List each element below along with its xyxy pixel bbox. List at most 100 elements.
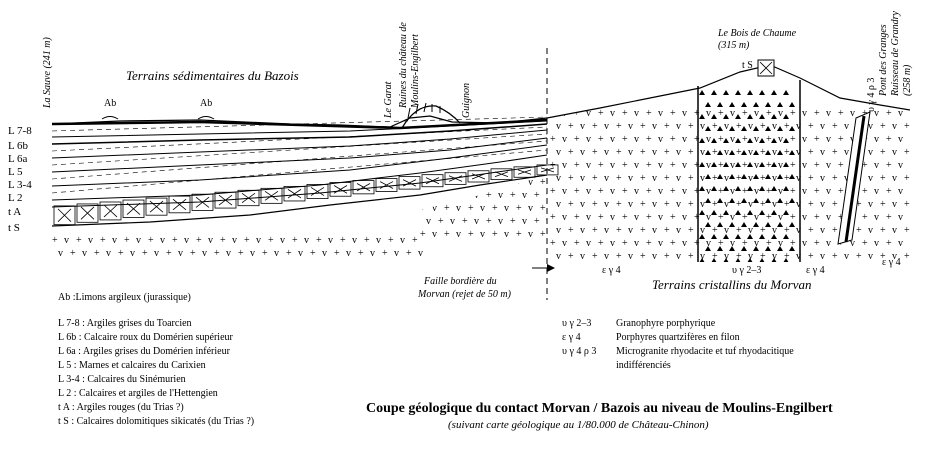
crystalline-mark: v	[700, 199, 705, 210]
crystalline-mark: +	[622, 186, 628, 197]
crystalline-mark: +	[880, 225, 886, 236]
ts-block	[306, 184, 329, 199]
crystalline-mark: +	[94, 248, 100, 259]
crystalline-mark: +	[568, 147, 574, 158]
granophyre-mark	[771, 186, 777, 191]
crystalline-mark: v	[700, 147, 705, 158]
crystalline-mark: v	[700, 121, 705, 132]
crystalline-mark: +	[838, 186, 844, 197]
crystalline-mark: v	[522, 190, 527, 201]
crystalline-mark: +	[238, 248, 244, 259]
crystalline-mark: +	[640, 173, 646, 184]
crystalline-mark: v	[826, 186, 831, 197]
crystalline-mark: +	[694, 108, 700, 119]
crystalline-mark: v	[586, 108, 591, 119]
crystalline-mark: +	[540, 177, 546, 188]
granophyre-mark	[783, 162, 789, 167]
crystalline-mark: +	[694, 212, 700, 223]
ts-block-cross	[287, 189, 302, 199]
granophyre-mark	[777, 150, 783, 155]
granophyre-mark	[711, 90, 717, 95]
fault-label-1: Faille bordière du	[423, 276, 497, 287]
crystalline-mark: +	[534, 216, 540, 227]
symbol-gamma23: υ γ 2–3	[732, 265, 761, 276]
crystalline-mark: +	[718, 238, 724, 249]
crystalline-mark: v	[610, 160, 615, 171]
ts-block-cross	[356, 183, 371, 192]
ts-block	[191, 193, 214, 211]
granophyre-mark	[777, 174, 783, 179]
crystalline-mark: v	[826, 212, 831, 223]
ts-block	[490, 168, 513, 181]
crystalline-mark: +	[670, 134, 676, 145]
granophyre-mark	[759, 114, 765, 119]
crystalline-mark: +	[598, 238, 604, 249]
crystalline-mark: +	[646, 134, 652, 145]
crystalline-mark: +	[492, 203, 498, 214]
crystalline-mark: +	[592, 173, 598, 184]
place-bois-1: Le Bois de Chaume	[717, 28, 797, 39]
granophyre-mark	[789, 246, 795, 251]
crystalline-mark: v	[658, 108, 663, 119]
granophyre-mark	[747, 186, 753, 191]
crystalline-mark: +	[718, 108, 724, 119]
granophyre-mark	[771, 258, 777, 262]
granophyre-mark	[729, 102, 735, 107]
crystalline-mark: +	[886, 108, 892, 119]
crystalline-mark: +	[190, 248, 196, 259]
crystalline-mark: +	[568, 225, 574, 236]
legend-desc: Granophyre porphyrique	[616, 318, 716, 329]
crystalline-mark: +	[664, 121, 670, 132]
granophyre-mark	[765, 102, 771, 107]
granophyre-mark	[789, 126, 795, 131]
granophyre-mark	[717, 246, 723, 251]
crystalline-mark: v	[610, 186, 615, 197]
crystalline-mark: +	[364, 235, 370, 246]
crystalline-mark: +	[688, 225, 694, 236]
granophyre-mark	[723, 162, 729, 167]
crystalline-mark: v	[820, 121, 825, 132]
crystalline-mark: v	[868, 121, 873, 132]
crystalline-mark: +	[616, 199, 622, 210]
ts-block	[444, 172, 467, 185]
crystalline-mark: v	[586, 134, 591, 145]
legend-item: L 5 : Marnes et calcaires du Carixien	[58, 360, 206, 371]
granophyre-mark	[711, 162, 717, 167]
crystalline-mark: v	[346, 248, 351, 259]
crystalline-mark: v	[682, 186, 687, 197]
crystalline-mark: v	[796, 199, 801, 210]
crystalline-mark: v	[772, 147, 777, 158]
crystalline-mark: +	[420, 203, 426, 214]
crystalline-mark: +	[712, 199, 718, 210]
crystalline-mark: +	[688, 147, 694, 158]
crystalline-mark: v	[604, 147, 609, 158]
crystalline-mark: +	[688, 251, 694, 262]
crystalline-mark: +	[718, 134, 724, 145]
ts-block	[168, 195, 191, 214]
sedimentary-layers	[51, 115, 548, 227]
granophyre-mark	[777, 246, 783, 251]
strata-label: L 7-8	[8, 125, 32, 137]
crystalline-mark: +	[568, 173, 574, 184]
crystalline-mark: v	[706, 108, 711, 119]
crystalline-mark: +	[262, 248, 268, 259]
granophyre-mark	[723, 114, 729, 119]
crystalline-mark: +	[622, 108, 628, 119]
granophyre-mark	[765, 246, 771, 251]
crystalline-mark: v	[778, 186, 783, 197]
granophyre-mark	[705, 198, 711, 203]
crystalline-mark: +	[880, 173, 886, 184]
crystalline-mark: +	[486, 190, 492, 201]
crystalline-mark: +	[886, 160, 892, 171]
granophyre-mark	[699, 210, 705, 215]
legend-item: L 3-4 : Calcaires du Sinémurien	[58, 374, 186, 385]
crystalline-mark: +	[592, 251, 598, 262]
granophyre-mark	[789, 150, 795, 155]
crystalline-mark: v	[432, 203, 437, 214]
crystalline-mark: v	[778, 212, 783, 223]
crystalline-mark: +	[646, 212, 652, 223]
crystalline-mark: v	[450, 190, 455, 201]
crystalline-mark: v	[724, 173, 729, 184]
granophyre-mark	[711, 114, 717, 119]
granophyre-mark	[735, 162, 741, 167]
